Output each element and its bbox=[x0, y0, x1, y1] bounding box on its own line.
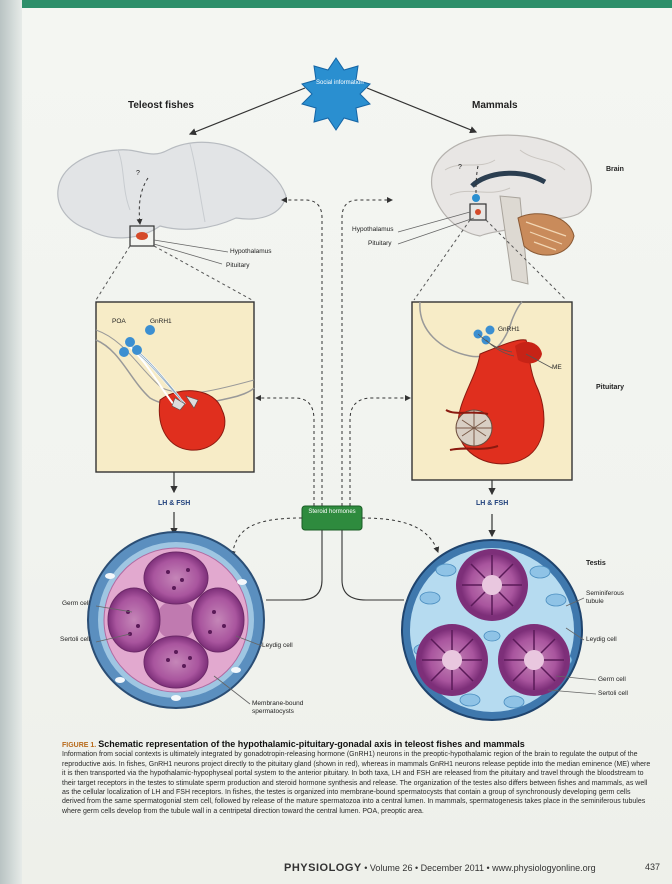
fish-sertoli-cell-label: Sertoli cell bbox=[60, 636, 90, 643]
mammal-pituitary-label: Pituitary bbox=[368, 240, 391, 247]
steroid-hormones-label: Steroid hormones bbox=[306, 509, 358, 516]
seminiferous-tubule-label: Seminiferous tubule bbox=[586, 590, 634, 606]
fish-germ-cell-label: Germ cell bbox=[62, 600, 90, 607]
me-label: ME bbox=[552, 364, 562, 371]
mammal-germ-cell-label: Germ cell bbox=[598, 676, 626, 683]
steroid-to-fish-testis bbox=[232, 518, 302, 556]
journal-issue: • Volume 26 • December 2011 • www.physio… bbox=[364, 863, 595, 873]
poa-label: POA bbox=[112, 318, 126, 325]
mammals-heading: Mammals bbox=[472, 100, 518, 111]
fish-hypothalamus-label: Hypothalamus bbox=[230, 248, 272, 255]
journal-footer: PHYSIOLOGY • Volume 26 • December 2011 •… bbox=[284, 862, 596, 874]
fish-testis-to-steroid bbox=[266, 530, 322, 600]
mammal-leydig-cell-label: Leydig cell bbox=[586, 636, 617, 643]
feedback-to-fish-pituitary bbox=[256, 398, 314, 506]
social-information-label: Social information bbox=[316, 80, 356, 87]
feedback-to-fish-brain bbox=[282, 200, 322, 506]
steroid-to-mammal-testis bbox=[362, 518, 438, 552]
mammal-question-mark: ? bbox=[458, 164, 462, 171]
mammal-brain bbox=[432, 135, 592, 284]
fish-leydig-cell-label: Leydig cell bbox=[262, 642, 293, 649]
seminiferous-tubule-right bbox=[498, 624, 570, 696]
arrow-social-to-mammal bbox=[367, 88, 476, 132]
fish-lh-fsh-label: LH & FSH bbox=[158, 500, 190, 507]
caption-title-line: FIGURE 1. Schematic representation of th… bbox=[62, 740, 652, 750]
teleost-fishes-heading: Teleost fishes bbox=[128, 100, 194, 111]
brain-label: Brain bbox=[606, 166, 624, 173]
page-number: 437 bbox=[645, 862, 660, 872]
membrane-bound-spermatocysts-label: Membrane-bound spermatocysts bbox=[252, 700, 322, 716]
journal-name: PHYSIOLOGY bbox=[284, 862, 362, 874]
mammal-testis bbox=[402, 540, 582, 720]
caption-body: Information from social contexts is ulti… bbox=[62, 750, 652, 816]
seminiferous-tubule-top bbox=[456, 549, 528, 621]
mammal-testis-to-steroid bbox=[342, 530, 404, 600]
seminiferous-tubule-left bbox=[416, 624, 488, 696]
caption-title: Schematic representation of the hypothal… bbox=[98, 739, 525, 749]
mammal-lh-fsh-label: LH & FSH bbox=[476, 500, 508, 507]
mammal-gnrh1-label: GnRH1 bbox=[498, 326, 520, 333]
figure-number: FIGURE 1. bbox=[62, 742, 96, 749]
mammal-sertoli-cell-label: Sertoli cell bbox=[598, 690, 628, 697]
fish-testis bbox=[88, 532, 264, 708]
fish-gnrh1-label: GnRH1 bbox=[150, 318, 172, 325]
pituitary-heading: Pituitary bbox=[596, 384, 624, 391]
mammal-pituitary-panel bbox=[412, 302, 572, 480]
arrow-social-to-fish bbox=[190, 88, 305, 134]
social-information-burst bbox=[302, 58, 370, 130]
fish-pituitary-label: Pituitary bbox=[226, 262, 249, 269]
feedback-to-mammal-pituitary bbox=[350, 398, 410, 506]
teleost-brain bbox=[58, 142, 286, 246]
mammal-hypothalamus-label: Hypothalamus bbox=[352, 226, 394, 233]
testis-heading: Testis bbox=[586, 560, 606, 567]
fish-pituitary-panel bbox=[96, 302, 254, 472]
fish-question-mark: ? bbox=[136, 170, 140, 177]
figure-caption: FIGURE 1. Schematic representation of th… bbox=[62, 740, 652, 816]
